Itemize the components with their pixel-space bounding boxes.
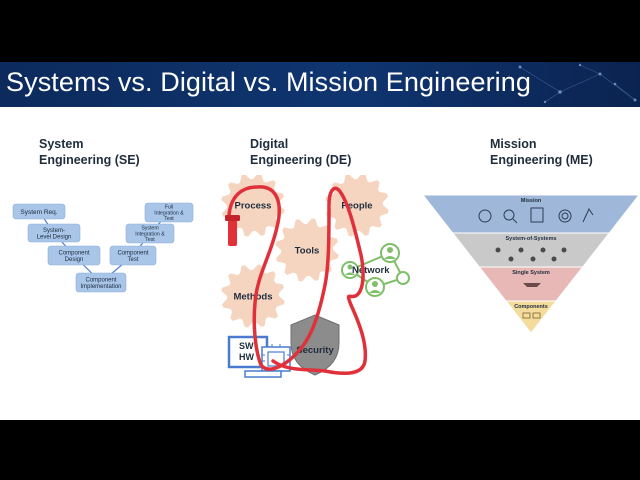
me-heading-line-1: Mission [490,137,537,151]
pyramid-level-label: Components [514,304,548,310]
title-banner: Systems vs. Digital vs. Mission Engineer… [0,62,640,107]
se-heading-line-2: Engineering (SE) [39,153,140,167]
pyramid-level-label: Mission [521,198,542,204]
network-label: Network [352,265,390,276]
de-heading-line-2: Engineering (DE) [250,153,352,167]
pyramid-level: Components [504,300,558,333]
se-phase-label: Component [117,250,148,256]
se-phase-label: Design [65,257,84,263]
gear-icon: Methods [221,264,285,328]
de-heading: Digital Engineering (DE) [250,136,351,168]
gear-label: People [341,201,372,212]
system-of-systems-icons [495,247,567,262]
slide-title: Systems vs. Digital vs. Mission Engineer… [6,67,531,97]
pyramid-level-label: System-of-Systems [505,236,556,242]
red-annotation-loop [227,185,368,376]
se-phase-box: System-Level Design [27,223,81,243]
se-phase-box: System Req. [12,203,66,220]
se-heading-line-1: System [39,137,84,151]
se-phase-label: Test [145,237,155,243]
me-heading: Mission Engineering (ME) [490,136,593,168]
network-node-icon [341,261,359,279]
slide-body: System Engineering (SE) System Req. Syste… [0,107,640,420]
network-node-icon [396,271,410,285]
letterbox-top [0,0,640,62]
se-phase-label: Integration & [135,231,165,237]
se-phase-label: System- [43,228,65,234]
se-phase-label: Implementation [80,284,121,290]
se-phase-label: Test [127,257,138,263]
single-system-icon [523,283,541,287]
se-phase-label: Component [58,250,89,256]
letterbox-bottom [0,420,640,480]
gear-label: Methods [233,292,272,303]
pyramid-level-label: Single System [512,270,550,276]
se-phase-label: Test [164,216,174,222]
pyramid-level: System-of-Systems [451,232,611,268]
component-icons [522,312,541,319]
software-label: SW [239,341,254,351]
red-marker-icon [225,215,240,246]
se-v-diagram: System Req.System-Level DesignComponentD… [12,202,194,293]
me-heading-line-2: Engineering (ME) [490,153,593,167]
gear-icon: People [325,175,389,237]
se-phase-label: Full [165,205,173,211]
security-label: Security [296,345,334,356]
se-phase-label: Integration & [154,210,184,216]
se-phase-label: System Req. [20,209,57,216]
security-shield-icon [290,314,340,376]
banner-network-decoration [518,63,637,104]
hardware-label: HW [239,352,254,362]
se-phase-label: Level Design [37,234,72,240]
se-heading: System Engineering (SE) [39,136,140,168]
mission-icons [478,207,594,224]
gear-label: Process [235,201,272,212]
se-phase-label: System [141,226,158,232]
se-phase-label: Component [85,277,116,283]
de-heading-line-1: Digital [250,137,289,151]
gear-label: Tools [295,246,320,257]
gear-icon: Tools [275,218,339,282]
